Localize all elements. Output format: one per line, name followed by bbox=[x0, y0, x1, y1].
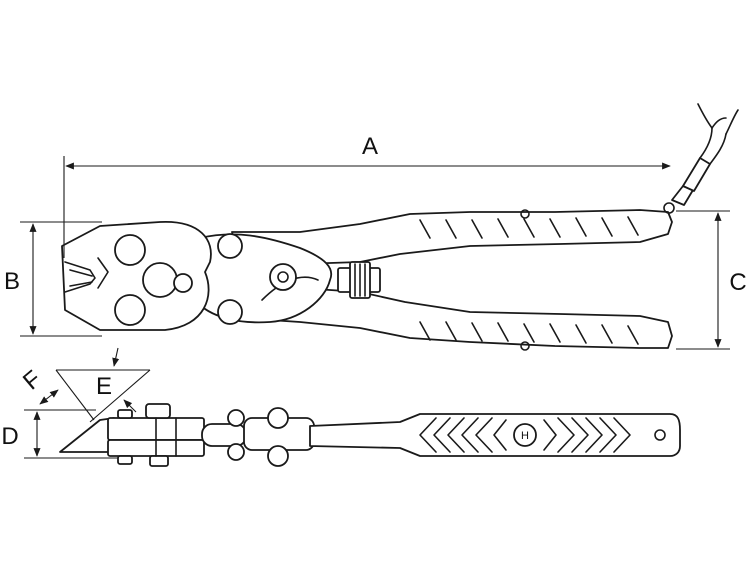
handle-hole bbox=[654, 429, 666, 441]
lower-handle bbox=[231, 287, 673, 349]
dimension-b: B bbox=[4, 221, 102, 337]
dimension-e: E bbox=[56, 347, 151, 423]
label-b: B bbox=[4, 268, 20, 295]
lower-rivet bbox=[520, 341, 530, 351]
dimension-a: A bbox=[63, 133, 671, 258]
label-d: D bbox=[1, 423, 18, 450]
lower-grip-ribs bbox=[419, 321, 639, 345]
cutter-top-view bbox=[61, 103, 739, 351]
label-a: A bbox=[362, 133, 378, 160]
upper-grip-ribs bbox=[419, 216, 639, 239]
grip-logo-text: H bbox=[521, 430, 529, 442]
dimension-c: C bbox=[676, 210, 747, 350]
dimension-d: D bbox=[1, 409, 118, 459]
dimension-f: F bbox=[18, 365, 95, 421]
lanyard bbox=[663, 103, 739, 214]
side-grip-pattern bbox=[419, 417, 631, 453]
jaw-head bbox=[61, 221, 212, 331]
pivot-holes bbox=[114, 233, 297, 326]
label-f: F bbox=[18, 365, 47, 395]
label-c: C bbox=[729, 269, 746, 296]
label-e: E bbox=[96, 373, 112, 400]
upper-rivet bbox=[520, 209, 530, 219]
cutter-side-view: H bbox=[59, 403, 681, 467]
adjustment-screw bbox=[337, 261, 381, 299]
grip-logo: H bbox=[513, 423, 537, 447]
